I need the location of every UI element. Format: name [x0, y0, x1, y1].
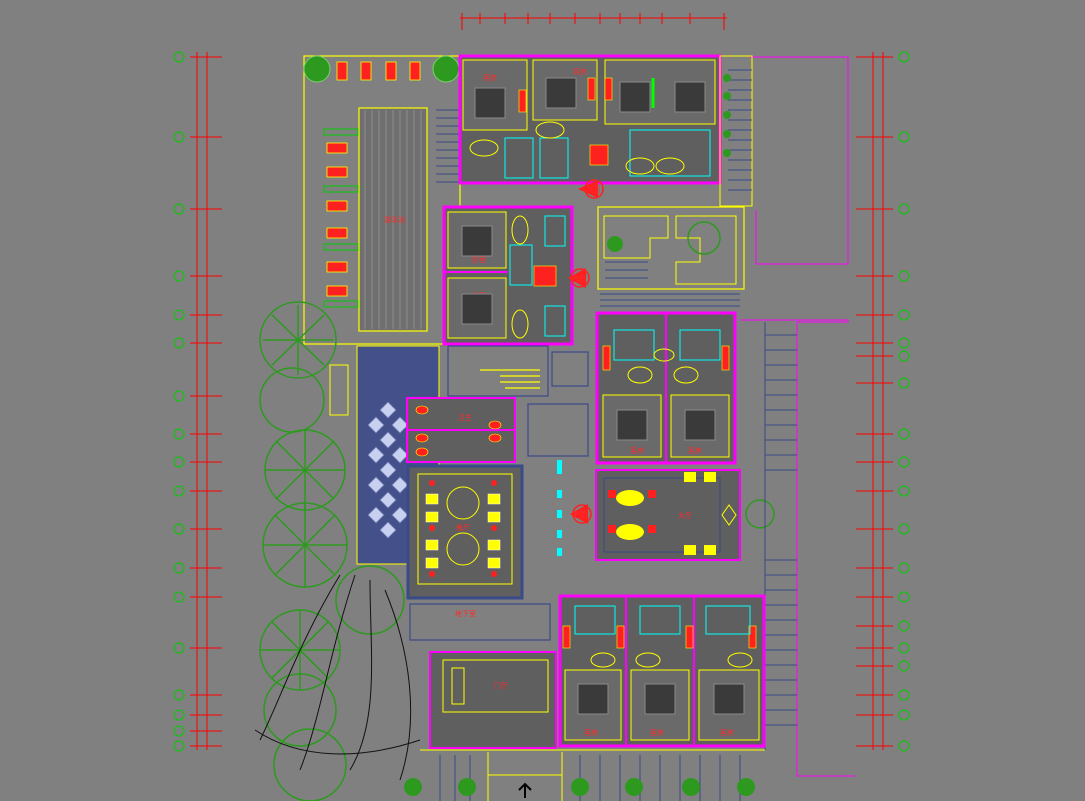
room-label: 门厅: [494, 681, 508, 690]
room-label: 客房: [720, 728, 734, 737]
entry-hall: 门厅 地下室: [409, 603, 557, 749]
room-label: 游泳池: [384, 215, 405, 224]
tree-icon: [687, 221, 721, 255]
pool-deck: 游泳池: [303, 55, 461, 345]
room-label: 客房: [584, 728, 598, 737]
marker-label: 总图: [571, 274, 585, 283]
section-marker: 总图: [570, 504, 592, 524]
tree-icon: [273, 728, 347, 801]
column-shrubs: [723, 74, 731, 157]
lawn-curves: [254, 574, 421, 781]
lobby: 大厅: [595, 469, 775, 561]
site-boundary: [740, 56, 855, 777]
pool-loungers: [326, 61, 421, 297]
lower-guest-block: 客房 客房 客房: [558, 594, 766, 748]
right-upper-guest-block: 客房 客房: [595, 311, 737, 465]
dining-hall: 餐厅: [406, 464, 524, 600]
restroom-block: 卫生: [406, 397, 516, 463]
section-marker: 总图: [578, 179, 604, 199]
room-label: 客房: [688, 446, 702, 455]
room-label: 客房: [650, 728, 664, 737]
marker-label: 总图: [573, 510, 587, 519]
upper-guest-block: 客房 客房 客房: [458, 54, 722, 185]
room-label: 卧室: [472, 255, 486, 264]
tree-icon: [745, 499, 775, 529]
tree-icon: [259, 301, 337, 379]
courtyard: [597, 206, 745, 307]
north-arrow-icon: [518, 782, 532, 798]
room-label: 餐厅: [456, 523, 470, 532]
section-marker: 总图: [568, 268, 590, 288]
tree-icon: [335, 565, 405, 635]
room-label: 客房: [483, 73, 497, 82]
middle-circulation: [447, 345, 589, 457]
stair-hatch: [436, 109, 462, 183]
left-dimension-chain: [190, 52, 222, 750]
left-axis-bubbles: [173, 51, 185, 752]
shrub-icon: [303, 55, 331, 83]
middle-bedroom-block: 卧室 卧室: [442, 205, 574, 346]
room-label: 卫生: [458, 413, 472, 422]
top-dimension-chain: [460, 13, 727, 30]
plaza-shrubs: [404, 778, 755, 796]
shrub-icon: [607, 236, 623, 252]
cyan-fixtures: [557, 460, 562, 556]
green-planters: [323, 128, 359, 308]
right-axis-bubbles: [898, 51, 910, 752]
room-label: 客房: [573, 67, 587, 76]
room-label: 客房: [630, 446, 644, 455]
right-dimension-chain: [856, 52, 893, 750]
marker-label: 总图: [586, 185, 600, 194]
right-ramp: [764, 322, 797, 750]
room-label: 地下室: [455, 609, 476, 618]
upper-right-stair: [719, 55, 753, 207]
shrub-icon: [432, 55, 460, 83]
room-label: 大厅: [678, 511, 692, 520]
